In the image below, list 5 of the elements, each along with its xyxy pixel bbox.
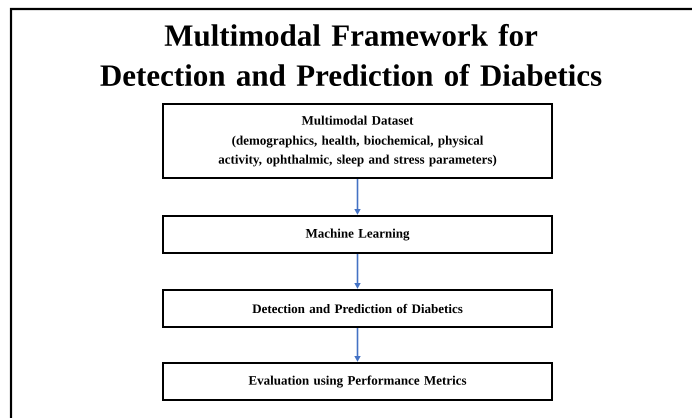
process-box: Multimodal Dataset (demographics, health, biochemical, physical activity, ophthalmic, sleep and stress parameters) xyxy=(162,103,553,179)
process-box: Detection and Prediction of Diabetics xyxy=(162,289,553,328)
process-box: Machine Learning xyxy=(162,215,553,254)
process-box: Evaluation using Performance Metrics xyxy=(162,362,553,401)
title: Multimodal Framework for Detection and Prediction of Diabetics xyxy=(100,24,602,86)
